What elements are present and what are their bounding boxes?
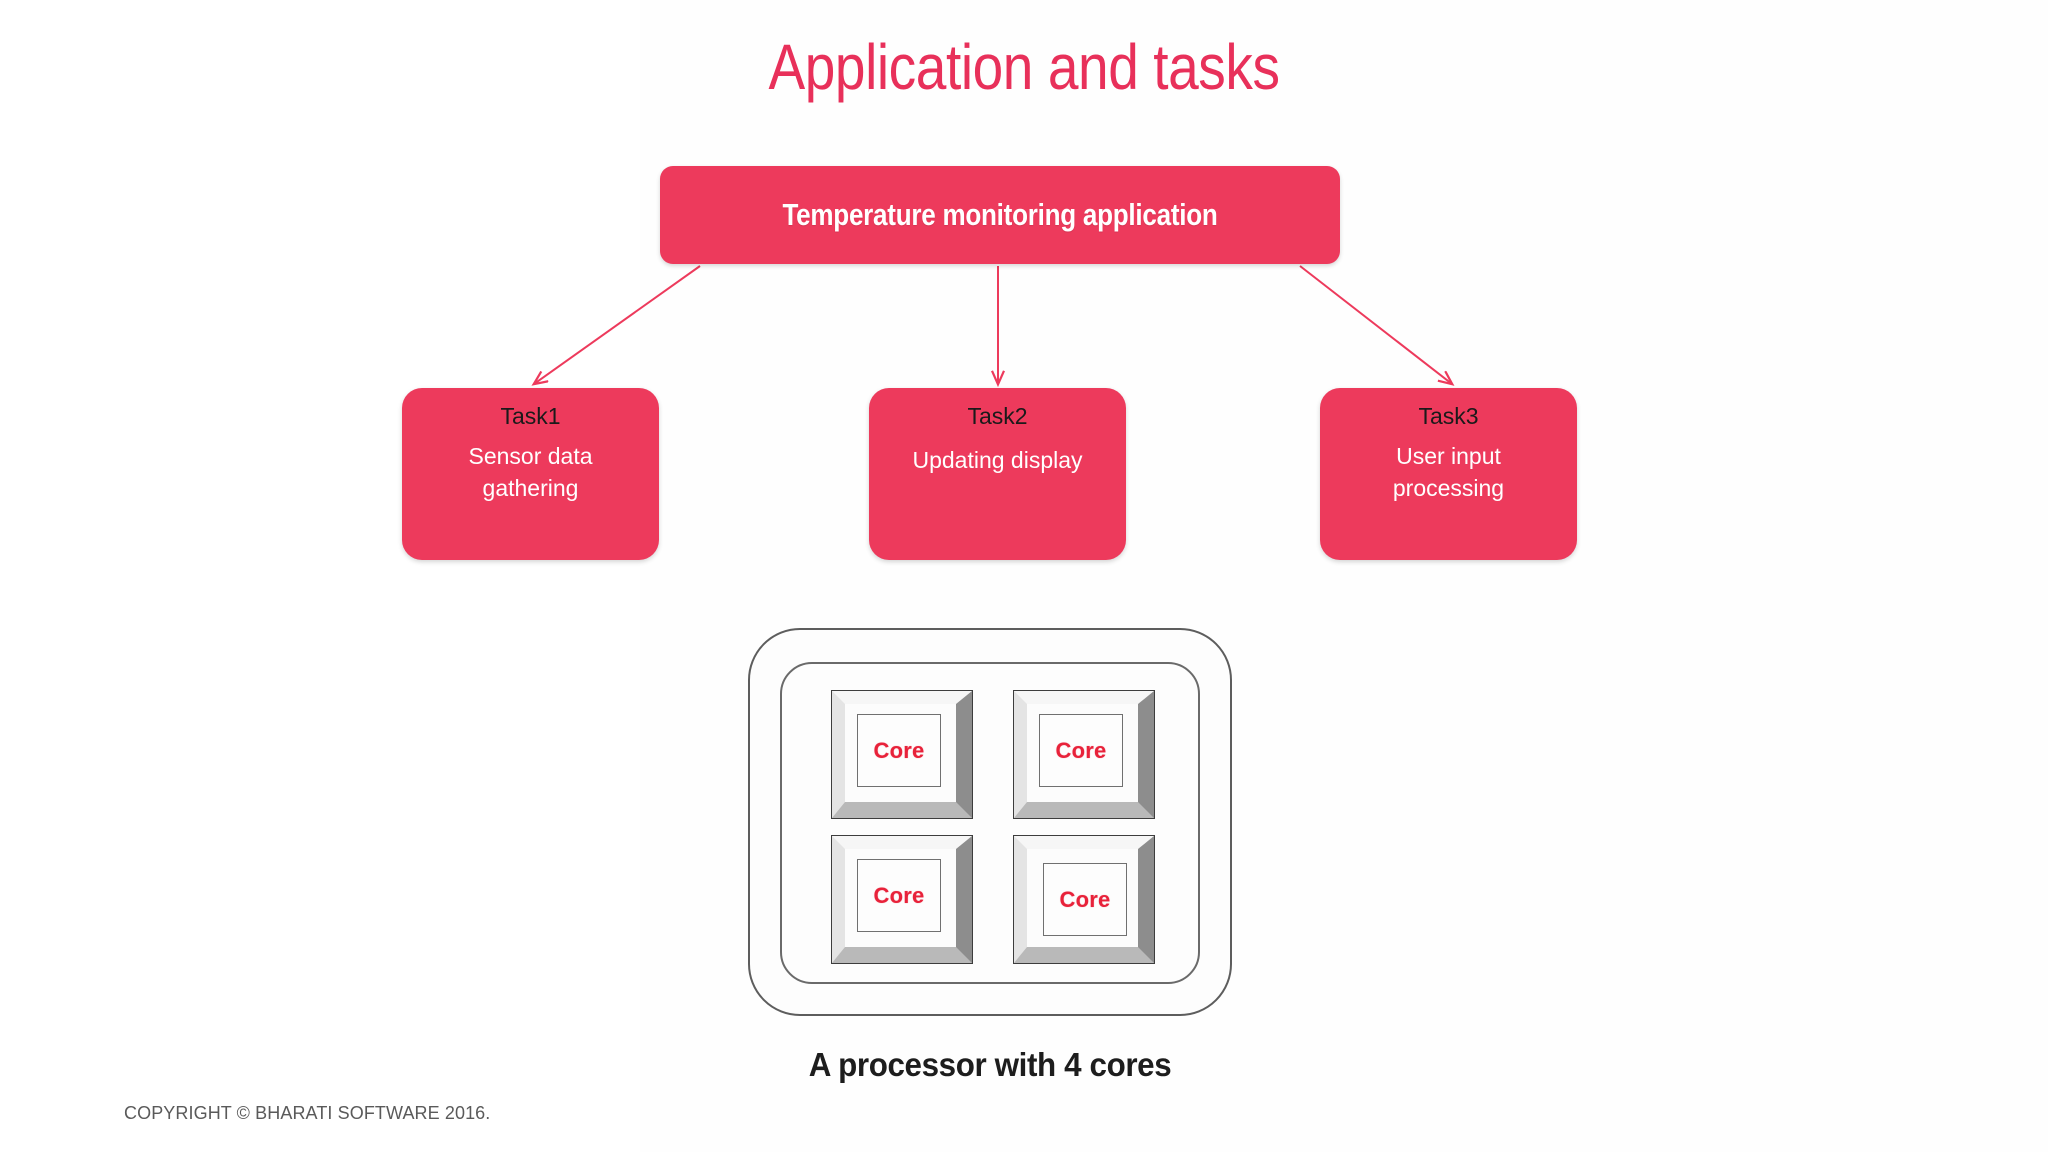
page-title: Application and tasks (768, 31, 1280, 103)
task-3-id: Task3 (1418, 403, 1479, 429)
task-box-1[interactable]: Task1 Sensor data gathering (402, 388, 659, 560)
core-face-1: Core (857, 714, 941, 787)
task-box-3[interactable]: Task3 User input processing (1320, 388, 1577, 560)
core-bevel-1: Core (832, 691, 972, 818)
application-box[interactable]: Temperature monitoring application (660, 166, 1340, 264)
task-1-description: Sensor data gathering (468, 443, 593, 501)
core-block-3: Core (831, 835, 973, 964)
copyright-notice: COPYRIGHT © BHARATI SOFTWARE 2016. (124, 1103, 491, 1123)
core-label-3: Core (873, 882, 925, 908)
core-bevel-4: Core (1014, 836, 1154, 963)
core-face-2: Core (1039, 714, 1123, 787)
core-face-3: Core (857, 859, 941, 932)
task-2-id: Task2 (967, 403, 1028, 429)
task-3-description: User input processing (1392, 443, 1505, 501)
application-label: Temperature monitoring application (782, 197, 1218, 232)
processor-diagram: Core Core Core Core (748, 628, 1232, 1016)
core-bevel-2: Core (1014, 691, 1154, 818)
core-bevel-3: Core (832, 836, 972, 963)
core-block-1: Core (831, 690, 973, 819)
task-2-description: Updating display (912, 447, 1083, 473)
core-face-4: Core (1043, 863, 1127, 936)
task-1-id: Task1 (500, 403, 561, 429)
core-block-2: Core (1013, 690, 1155, 819)
processor-caption: A processor with 4 cores (808, 1046, 1172, 1083)
core-label-2: Core (1055, 737, 1107, 763)
core-block-4: Core (1013, 835, 1155, 964)
core-label-1: Core (873, 737, 925, 763)
processor-inner-frame (780, 662, 1200, 984)
core-label-4: Core (1059, 886, 1111, 912)
task-box-2[interactable]: Task2 Updating display (869, 388, 1126, 560)
